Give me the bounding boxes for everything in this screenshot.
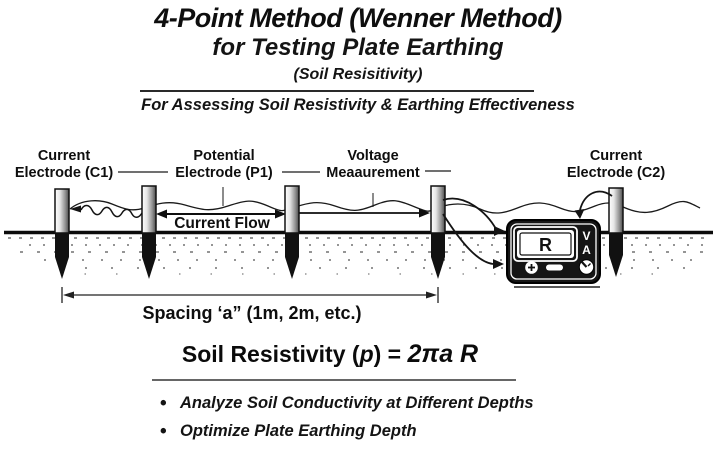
soil-resistivity-note: (Soil Resisitivity) [293, 66, 423, 83]
meter-wires [442, 190, 613, 269]
page-subtitle: for Testing Plate Earthing [212, 34, 504, 61]
electrode-c1 [54, 188, 70, 279]
soil-current-squiggle [70, 204, 143, 218]
page-title: 4-Point Method (Wenner Method) [154, 3, 562, 33]
spacing-label: Spacing ‘a” (1m, 2m, etc.) [142, 303, 362, 323]
electrode-3 [284, 185, 300, 279]
electrode-c2 [608, 187, 624, 277]
current-flow-arrow [156, 209, 286, 219]
soil-texture [8, 237, 710, 275]
label-leader-lines [118, 170, 451, 207]
terrain-line [69, 200, 701, 214]
meter-amp-label: A [582, 243, 591, 257]
formula-divider [152, 379, 516, 381]
meter-wire-1 [442, 197, 497, 230]
rho-symbol: p [359, 341, 374, 367]
list-item: Analyze Soil Conductivity at Different D… [158, 393, 578, 415]
spacing-dimension [61, 287, 439, 303]
meter-volt-label: V [582, 229, 591, 243]
meter-wire-c2 [579, 190, 613, 211]
label-current-electrode-c1: Current Electrode (C1) [14, 148, 114, 181]
list-item: Optimize Plate Earthing Depth [158, 421, 578, 443]
meter-knob-icon [578, 259, 595, 275]
header-divider [140, 90, 534, 92]
label-potential-electrode-p1: Potential Electrode (P1) [175, 148, 273, 181]
voltage-arrow [299, 208, 430, 218]
meter-wire-2 [442, 213, 494, 265]
electrode-2 [141, 185, 157, 279]
electrode-4 [430, 185, 446, 279]
meter-display-value: R [539, 235, 552, 255]
tagline: For Assessing Soil Resistivity & Earthin… [141, 96, 575, 114]
earth-tester-meter [506, 219, 601, 284]
benefits-list: Analyze Soil Conductivity at Different D… [158, 393, 578, 450]
meter-plus-button-icon [525, 261, 538, 274]
label-current-electrode-c2: Current Electrode (C2) [566, 148, 666, 181]
meter-display [517, 230, 574, 258]
current-flow-label: Current Flow [174, 215, 270, 232]
label-voltage-measurement: Voltage Meaaurement [326, 148, 420, 181]
formula-expression: 2πa R [407, 340, 479, 368]
meter-dash-icon [546, 264, 563, 271]
resistivity-formula: Soil Resistivity (p) = 2πa R [181, 340, 479, 368]
